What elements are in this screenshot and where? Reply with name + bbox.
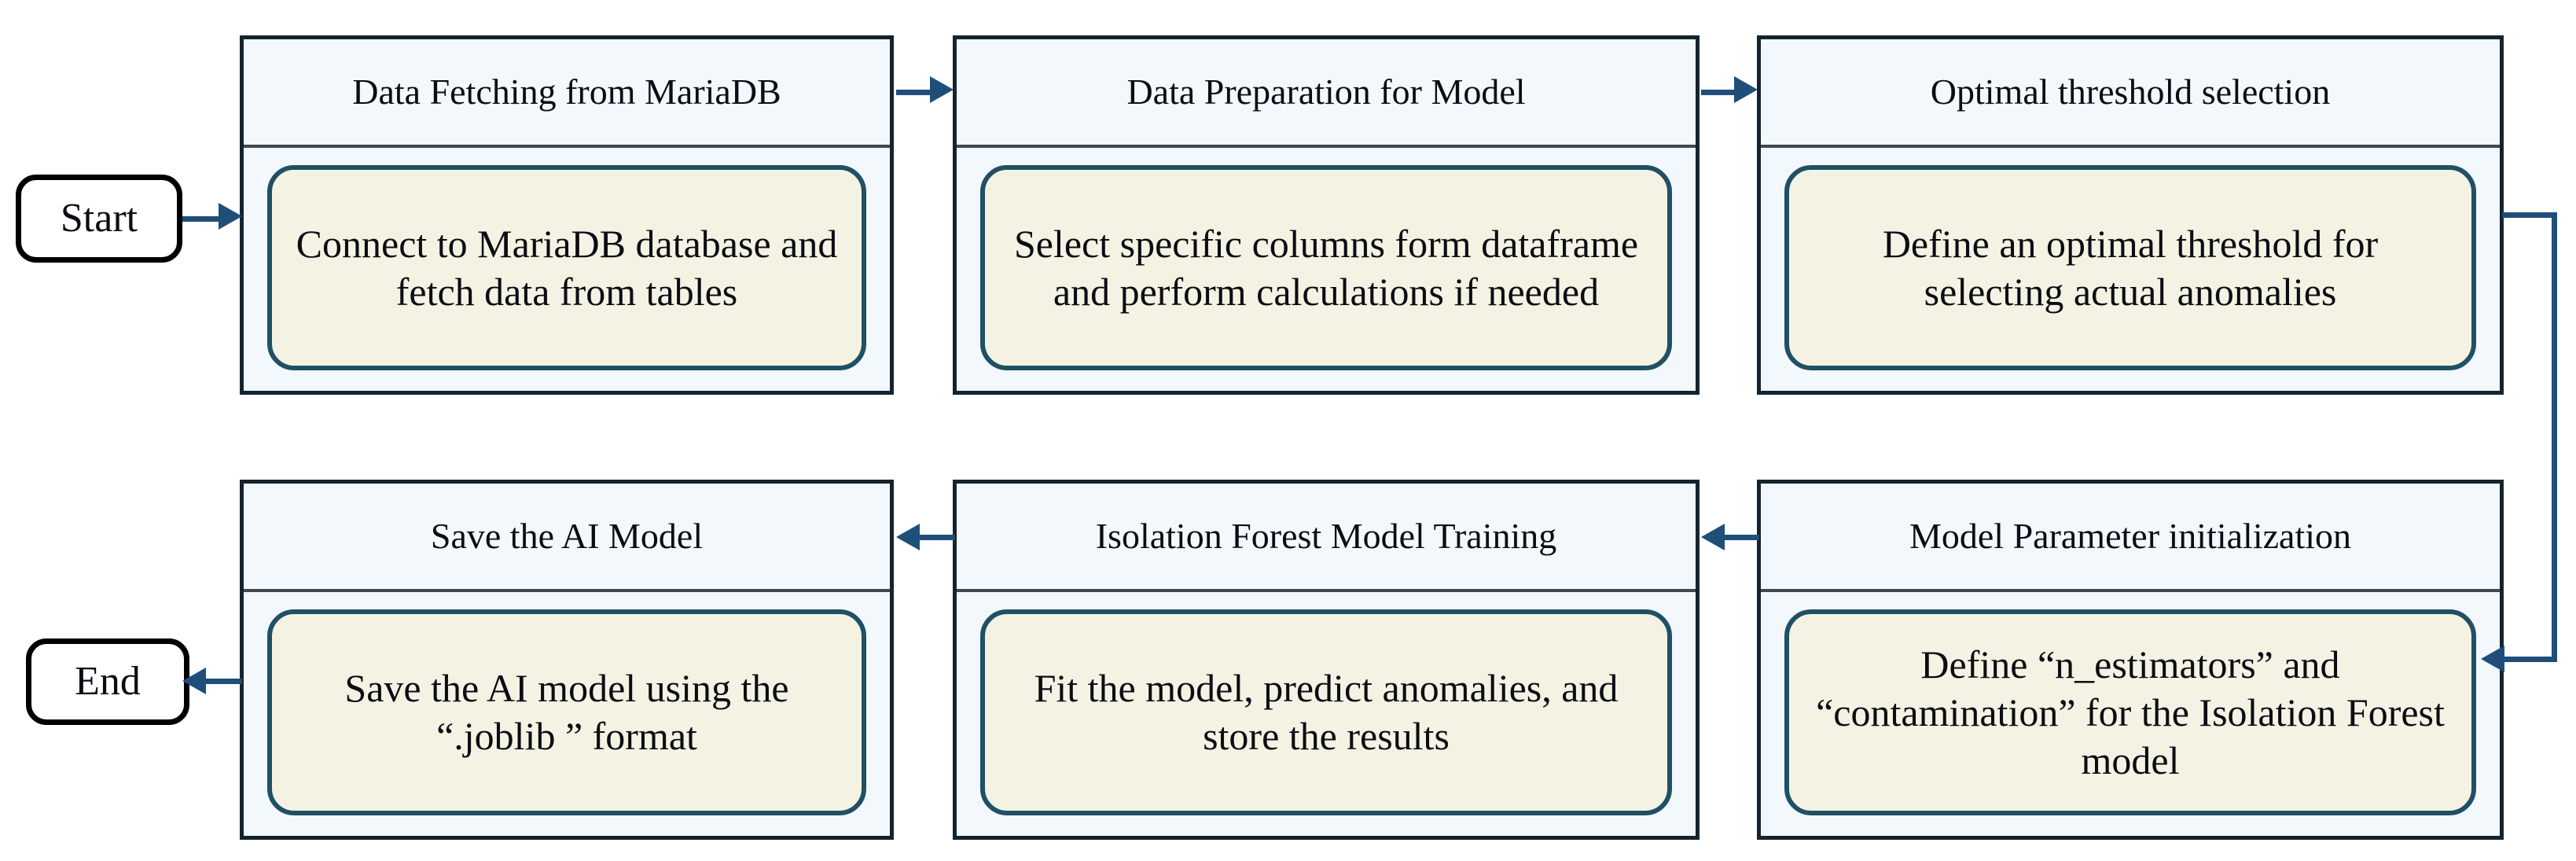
terminator-start-label: Start <box>60 196 138 241</box>
connector-parameter-initialization-to-model-training <box>1725 535 1759 540</box>
detail-card-label: Define “n_estimators” and “contamination… <box>1816 642 2445 782</box>
stage-parameter-initialization-body: Define “n_estimators” and “contamination… <box>1761 592 2500 836</box>
terminator-end[interactable]: End <box>26 638 189 725</box>
stage-data-fetching-header: Data Fetching from MariaDB <box>244 39 890 148</box>
detail-card-data-preparation[interactable]: Select specific columns form dataframe a… <box>980 165 1672 370</box>
arrowhead-data-preparation-to-optimal-threshold <box>1734 76 1758 103</box>
connector-optimal-threshold-vertical-segment <box>2552 212 2557 662</box>
stage-optimal-threshold[interactable]: Optimal threshold selection Define an op… <box>1757 35 2504 395</box>
connector-optimal-threshold-to-parameter-initialization <box>2504 657 2557 662</box>
terminator-start[interactable]: Start <box>16 175 182 263</box>
stage-data-fetching-body: Connect to MariaDB database and fetch da… <box>244 148 890 391</box>
stage-optimal-threshold-body: Define an optimal threshold for selectin… <box>1761 148 2500 391</box>
stage-model-training[interactable]: Isolation Forest Model Training Fit the … <box>953 480 1700 840</box>
stage-data-preparation-body: Select specific columns form dataframe a… <box>957 148 1696 391</box>
detail-card-save-model[interactable]: Save the AI model using the “.joblib ” f… <box>267 609 866 815</box>
detail-card-model-training[interactable]: Fit the model, predict anomalies, and st… <box>980 609 1672 815</box>
connector-data-fetching-to-data-preparation <box>896 90 932 95</box>
stage-header-label: Save the AI Model <box>430 515 704 556</box>
stage-parameter-initialization[interactable]: Model Parameter initialization Define “n… <box>1757 480 2504 840</box>
detail-card-label: Fit the model, predict anomalies, and st… <box>1034 666 1619 758</box>
stage-header-label: Data Preparation for Model <box>1126 71 1526 112</box>
stage-header-label: Data Fetching from MariaDB <box>352 71 781 112</box>
detail-card-parameter-initialization[interactable]: Define “n_estimators” and “contamination… <box>1784 609 2476 815</box>
detail-card-label: Save the AI model using the “.joblib ” f… <box>344 666 789 758</box>
detail-card-label: Define an optimal threshold for selectin… <box>1882 221 2379 314</box>
connector-model-training-to-save-model <box>920 535 955 540</box>
stage-data-fetching[interactable]: Data Fetching from MariaDB Connect to Ma… <box>240 35 894 395</box>
stage-save-model[interactable]: Save the AI Model Save the AI model usin… <box>240 480 894 840</box>
arrowhead-model-training-to-save-model <box>896 524 920 550</box>
connector-optimal-threshold-right-segment <box>2502 212 2557 218</box>
stage-data-preparation-header: Data Preparation for Model <box>957 39 1696 148</box>
arrowhead-optimal-threshold-to-parameter-initialization <box>2481 646 2504 672</box>
stage-optimal-threshold-header: Optimal threshold selection <box>1761 39 2500 148</box>
arrowhead-save-model-to-end <box>182 668 206 694</box>
arrowhead-start-to-data-fetching <box>219 203 242 230</box>
stage-data-preparation[interactable]: Data Preparation for Model Select specif… <box>953 35 1700 395</box>
detail-card-data-fetching[interactable]: Connect to MariaDB database and fetch da… <box>267 165 866 370</box>
stage-parameter-initialization-header: Model Parameter initialization <box>1761 484 2500 592</box>
stage-save-model-body: Save the AI model using the “.joblib ” f… <box>244 592 890 836</box>
stage-model-training-header: Isolation Forest Model Training <box>957 484 1696 592</box>
detail-card-label: Connect to MariaDB database and fetch da… <box>296 221 838 314</box>
stage-model-training-body: Fit the model, predict anomalies, and st… <box>957 592 1696 836</box>
stage-header-label: Optimal threshold selection <box>1930 71 2331 112</box>
arrowhead-data-fetching-to-data-preparation <box>930 76 954 103</box>
connector-data-preparation-to-optimal-threshold <box>1701 90 1736 95</box>
stage-header-label: Isolation Forest Model Training <box>1095 515 1557 556</box>
terminator-end-label: End <box>75 659 141 704</box>
stage-header-label: Model Parameter initialization <box>1909 515 2352 556</box>
connector-save-model-to-end <box>206 679 242 684</box>
stage-save-model-header: Save the AI Model <box>244 484 890 592</box>
connector-start-to-data-fetching <box>182 216 220 222</box>
detail-card-optimal-threshold[interactable]: Define an optimal threshold for selectin… <box>1784 165 2476 370</box>
detail-card-label: Select specific columns form dataframe a… <box>1013 221 1639 314</box>
arrowhead-parameter-initialization-to-model-training <box>1701 524 1725 550</box>
